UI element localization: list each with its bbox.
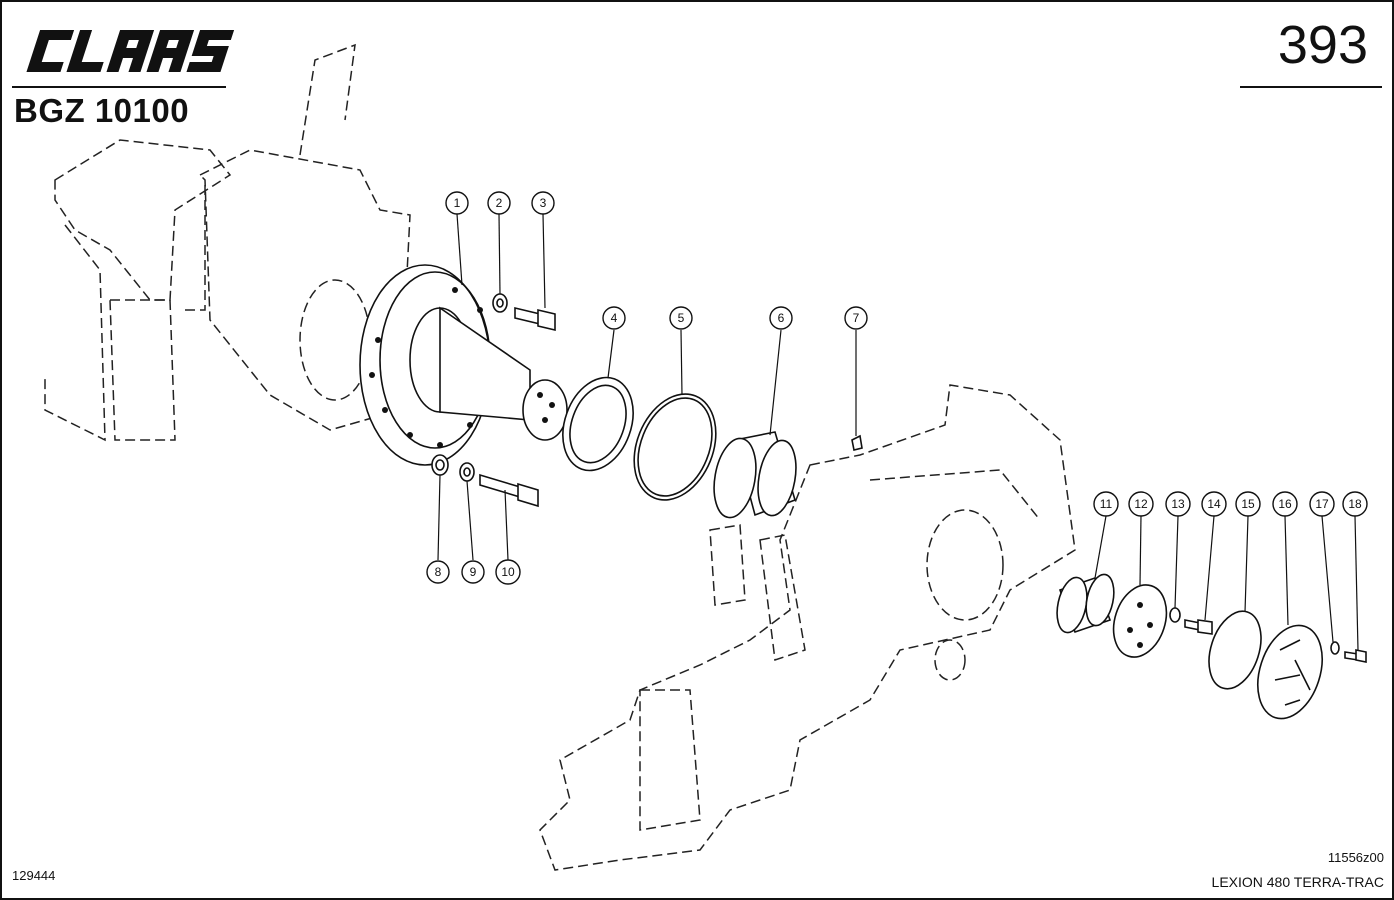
svg-text:17: 17: [1315, 497, 1329, 511]
callout-14: 14: [1201, 491, 1227, 517]
callout-12: 12: [1128, 491, 1154, 517]
drawing-id: 129444: [12, 868, 56, 883]
machine-model: LEXION 480 TERRA-TRAC: [1211, 874, 1384, 890]
page-number: 393: [1277, 15, 1368, 75]
callout-9: 9: [461, 560, 485, 584]
callout-2: 2: [487, 191, 511, 215]
axle-beam-outline: [539, 384, 1076, 871]
figure-code: 11556z00: [1327, 850, 1384, 865]
callout-6: 6: [769, 306, 793, 330]
callout-3: 3: [531, 191, 555, 215]
svg-text:15: 15: [1241, 497, 1255, 511]
bolt-10: [479, 473, 539, 508]
bushing-6: [713, 431, 797, 519]
frame-bracket-outline: [44, 43, 411, 442]
svg-text:6: 6: [778, 311, 785, 325]
washer-2: [492, 293, 508, 313]
seal-ring-4: [562, 376, 634, 472]
nut-8: [431, 454, 449, 476]
logo-underline: [12, 86, 226, 88]
stub-axle-flange: [359, 264, 568, 466]
svg-text:14: 14: [1207, 497, 1221, 511]
svg-text:8: 8: [435, 565, 442, 579]
svg-text:9: 9: [470, 565, 477, 579]
svg-text:2: 2: [496, 196, 503, 210]
washer-17: [1330, 641, 1340, 655]
bushing-11: [1056, 573, 1115, 634]
callout-8: 8: [426, 560, 450, 584]
group-code: BGZ 10100: [14, 92, 190, 129]
callout-16: 16: [1272, 491, 1298, 517]
svg-text:10: 10: [501, 565, 515, 579]
o-ring-5: [633, 393, 717, 501]
bolt-3: [514, 306, 556, 332]
hub-cap-16: [1257, 624, 1323, 720]
svg-text:1: 1: [454, 196, 461, 210]
page-number-underline: [1240, 86, 1382, 88]
callout-7: 7: [844, 306, 868, 330]
callout-18: 18: [1342, 491, 1368, 517]
svg-text:7: 7: [853, 311, 860, 325]
svg-text:12: 12: [1134, 497, 1148, 511]
washer-13: [1169, 607, 1181, 623]
svg-text:3: 3: [540, 196, 547, 210]
callout-17: 17: [1309, 491, 1335, 517]
callout-15: 15: [1235, 491, 1261, 517]
callout-5: 5: [669, 306, 693, 330]
bolt-18: [1344, 649, 1367, 663]
claas-logo: [26, 30, 235, 72]
callout-leaders: [437, 213, 1359, 651]
svg-text:18: 18: [1348, 497, 1362, 511]
svg-text:11: 11: [1100, 497, 1113, 511]
o-ring-15: [1208, 610, 1262, 690]
svg-text:4: 4: [611, 311, 618, 325]
callout-1: 1: [445, 191, 469, 215]
svg-text:16: 16: [1278, 497, 1292, 511]
grease-nipple-7: [851, 434, 863, 451]
callout-13: 13: [1165, 491, 1191, 517]
svg-text:5: 5: [678, 311, 685, 325]
callout-4: 4: [602, 306, 626, 330]
cover-plate-12: [1112, 584, 1168, 658]
callout-11: 11: [1093, 491, 1119, 517]
bolt-14: [1184, 619, 1213, 635]
svg-text:13: 13: [1171, 497, 1185, 511]
washer-9: [459, 462, 475, 482]
callout-10: 10: [495, 559, 521, 585]
